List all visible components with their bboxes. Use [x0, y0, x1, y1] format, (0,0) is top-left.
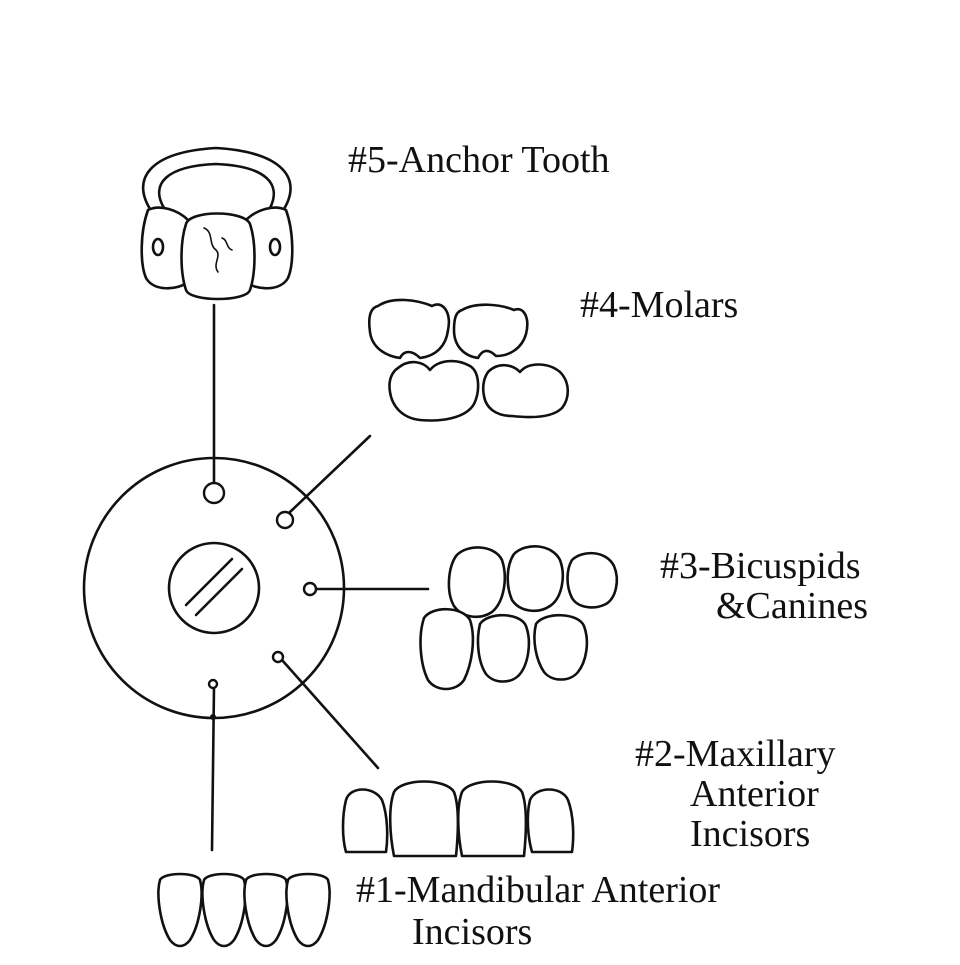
screw-slot-line — [194, 567, 244, 617]
label-maxillary-anterior: Anterior — [690, 773, 819, 815]
connector-molars — [288, 434, 372, 514]
label-anchor-tooth: #5-Anchor Tooth — [348, 139, 610, 181]
mandibular-incisor-2 — [201, 872, 247, 948]
hole-5-anchor — [202, 481, 226, 505]
molar-lower-left — [388, 359, 480, 422]
hole-2-maxillary — [271, 650, 285, 664]
bicuspid-lower-3 — [533, 613, 589, 681]
hole-4-molars — [275, 510, 295, 530]
maxillary-incisor-4 — [526, 788, 575, 854]
tooth-fissure — [221, 237, 233, 251]
label-canines: &Canines — [716, 585, 868, 627]
canine-lower-1 — [419, 607, 475, 691]
clamp-bow-outer — [141, 146, 292, 214]
mandibular-incisor-1 — [157, 872, 203, 948]
bicuspid-lower-2 — [476, 613, 531, 683]
molar-lower-right — [481, 363, 570, 419]
connector-mandibular — [210, 685, 216, 852]
maxillary-incisors-group — [341, 780, 575, 858]
molars-group — [367, 298, 570, 422]
center-screw — [167, 541, 261, 635]
clamp-bow-inner — [158, 162, 276, 210]
connector-maxillary — [280, 658, 380, 770]
label-maxillary: #2-Maxillary — [635, 733, 836, 775]
anchor-tooth-clamp — [140, 146, 294, 301]
molar-upper-right — [452, 303, 529, 360]
label-maxillary-incisors: Incisors — [690, 813, 811, 855]
label-bicuspids: #3-Bicuspids — [660, 545, 861, 587]
hole-1-marker — [210, 714, 216, 720]
bicuspid-upper-1 — [447, 546, 506, 619]
hole-3-bicuspids — [302, 581, 318, 597]
bicuspid-upper-3 — [566, 551, 619, 609]
screw-slot-line — [184, 557, 234, 607]
bicuspids-canines-group — [419, 545, 619, 691]
mandibular-incisor-4 — [285, 872, 331, 948]
mandibular-incisors-group — [157, 872, 331, 948]
label-mandibular-incisors: Incisors — [412, 911, 533, 953]
bicuspid-upper-2 — [506, 545, 564, 613]
label-molars: #4-Molars — [580, 284, 739, 326]
mandibular-incisor-3 — [243, 872, 289, 948]
maxillary-incisor-2 — [388, 780, 460, 858]
hole-1-mandibular — [207, 678, 219, 690]
clamp-hole-left — [151, 237, 165, 257]
clamp-jaw-left — [140, 206, 190, 290]
tooth-fissure — [203, 227, 219, 273]
molar-upper-left — [367, 298, 451, 360]
clamp-hole-right — [268, 237, 282, 257]
maxillary-incisor-3 — [456, 780, 528, 858]
label-mandibular: #1-Mandibular Anterior — [356, 869, 721, 911]
maxillary-incisor-1 — [341, 788, 389, 854]
